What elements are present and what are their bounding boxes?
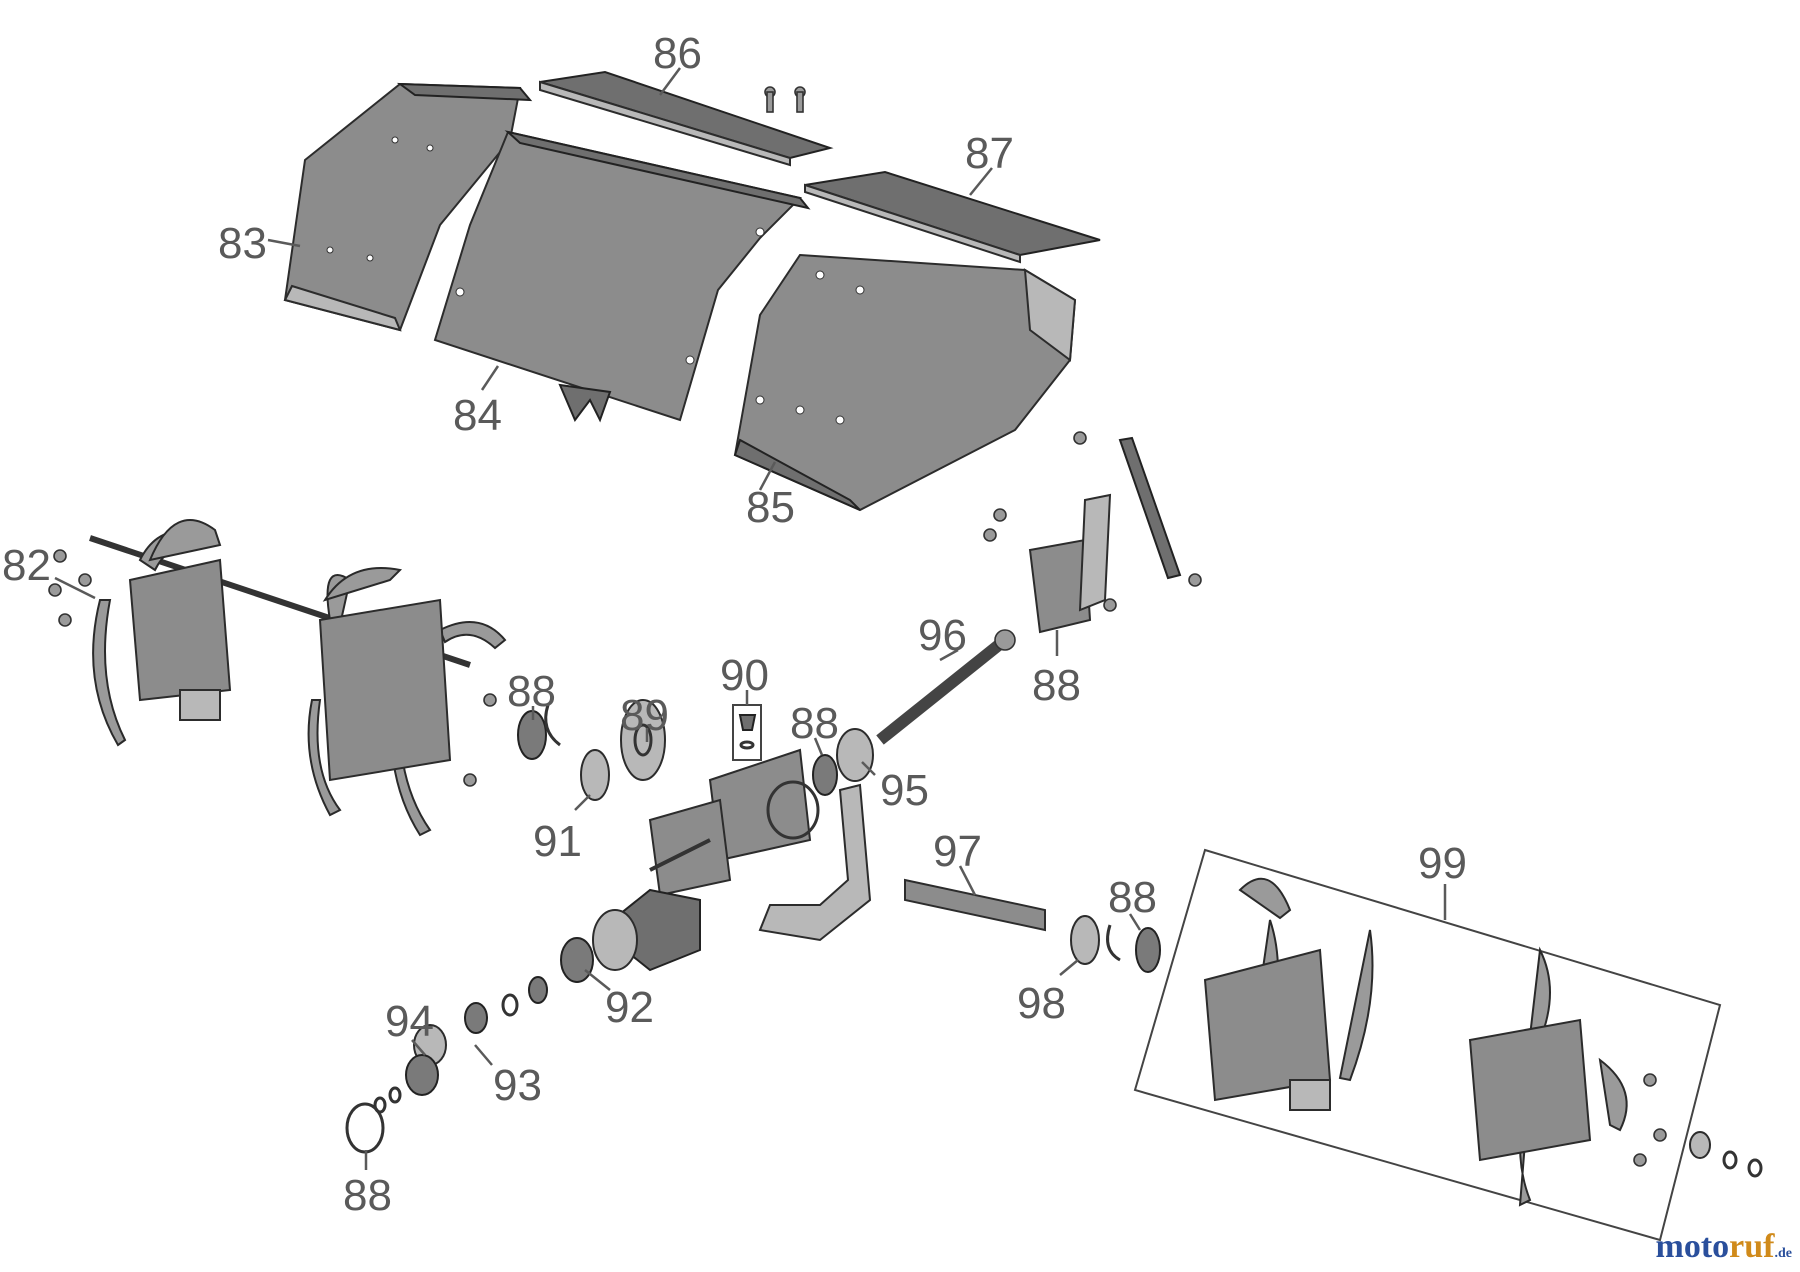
end-washers [1689, 1131, 1763, 1178]
middle-cover-84 [433, 130, 811, 423]
shaft-97 [904, 878, 1046, 932]
callout-88: 88 [1108, 873, 1157, 922]
callout-88: 88 [790, 699, 839, 748]
callout-87: 87 [965, 129, 1014, 178]
callout-83: 83 [218, 219, 267, 268]
top-plate-87 [804, 170, 1101, 264]
leader-83 [267, 238, 301, 248]
callout-90: 90 [720, 651, 769, 700]
top-plate-86 [539, 70, 834, 167]
right-cover-85 [733, 253, 1077, 512]
leader-88e [1128, 913, 1142, 931]
leader-93 [474, 1044, 493, 1066]
leader-88b [813, 737, 824, 756]
watermark-part-3: .de [1774, 1246, 1793, 1261]
callout-96: 96 [918, 611, 967, 660]
callout-84: 84 [453, 391, 502, 440]
leader-92 [584, 969, 611, 991]
gearbox-housing [592, 748, 820, 972]
callout-94: 94 [385, 997, 434, 1046]
callout-97: 97 [933, 827, 982, 876]
leader-96 [939, 648, 959, 662]
leader-97 [958, 865, 977, 896]
watermark-part-1: moto [1655, 1228, 1730, 1265]
vertical-shaft-96 [876, 629, 1016, 745]
bracket [758, 783, 872, 942]
right-bearings [1070, 915, 1161, 973]
callout-85: 85 [746, 483, 795, 532]
leader-94 [411, 1039, 426, 1056]
callout-92: 92 [605, 983, 654, 1032]
callout-88: 88 [1032, 661, 1081, 710]
left-tine-assembly-82 [48, 519, 507, 837]
leader-87 [969, 167, 993, 196]
callout-82: 82 [2, 541, 51, 590]
callout-88: 88 [507, 667, 556, 716]
callout-91: 91 [533, 817, 582, 866]
leader-84 [480, 365, 500, 391]
callout-93: 93 [493, 1061, 542, 1110]
bearings-and-seals [345, 704, 874, 1154]
callout-98: 98 [1017, 979, 1066, 1028]
leader-85 [758, 461, 777, 491]
leader-86 [658, 67, 682, 96]
left-cover-83 [283, 82, 533, 332]
leader-95 [861, 761, 876, 776]
leader-82 [54, 576, 96, 600]
leader-91 [574, 794, 591, 811]
watermark-logo: motoruf.de [1656, 1228, 1792, 1266]
leader-98 [1059, 959, 1079, 976]
right-tine-assembly-99 [1133, 848, 1722, 1242]
part-90 [732, 704, 762, 761]
callout-89: 89 [620, 691, 669, 740]
callout-88: 88 [343, 1171, 392, 1220]
gear-89 [620, 699, 666, 781]
callout-95: 95 [880, 766, 929, 815]
upper-bracket-88 [983, 431, 1202, 634]
callout-86: 86 [653, 29, 702, 78]
watermark-part-2: ruf [1729, 1228, 1775, 1265]
callout-99: 99 [1418, 839, 1467, 888]
